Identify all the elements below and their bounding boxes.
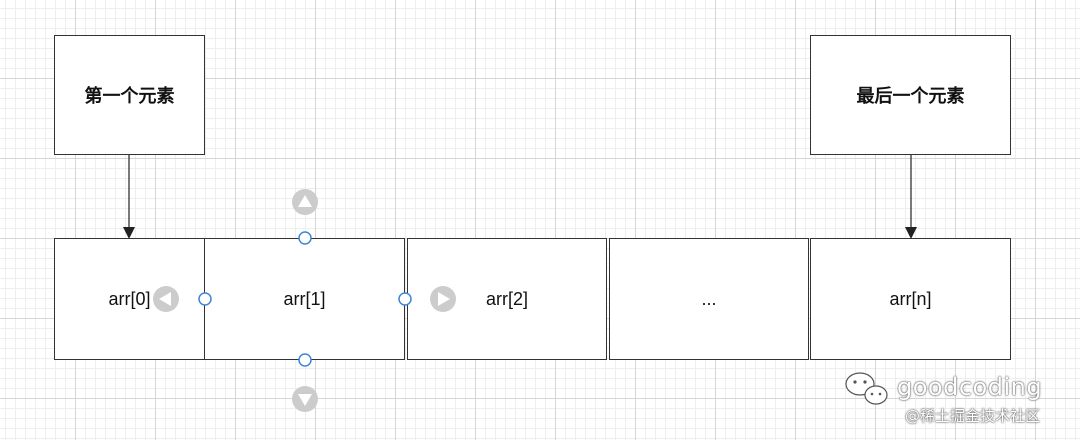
connector-first[interactable] — [123, 155, 135, 239]
last-element-label: 最后一个元素 — [856, 86, 965, 106]
array-cell-label: arr[1] — [283, 288, 326, 309]
array-cell-label: arr[n] — [889, 288, 932, 309]
array-cell-label: arr[2] — [485, 288, 528, 309]
wechat-icon — [845, 372, 888, 405]
array-cell-0[interactable]: arr[0] — [54, 238, 205, 360]
array-cell-n[interactable]: arr[n] — [810, 238, 1011, 360]
watermark-brand: goodcoding — [897, 373, 1043, 401]
watermark-site: @稀土掘金技术社区 — [905, 407, 1041, 425]
last-element-box[interactable]: 最后一个元素 — [810, 35, 1011, 155]
connector-last[interactable] — [905, 155, 917, 239]
first-element-label: 第一个元素 — [84, 86, 175, 106]
connection-handle-right[interactable] — [398, 292, 412, 306]
array-cell-label: ... — [701, 288, 717, 309]
connection-handle-top[interactable] — [298, 231, 312, 245]
connection-handle-left[interactable] — [198, 292, 212, 306]
array-cell-label: arr[0] — [108, 288, 151, 309]
first-element-box[interactable]: 第一个元素 — [54, 35, 205, 155]
connection-handle-bottom[interactable] — [298, 353, 312, 367]
array-cell-ellipsis[interactable]: ... — [609, 238, 809, 360]
